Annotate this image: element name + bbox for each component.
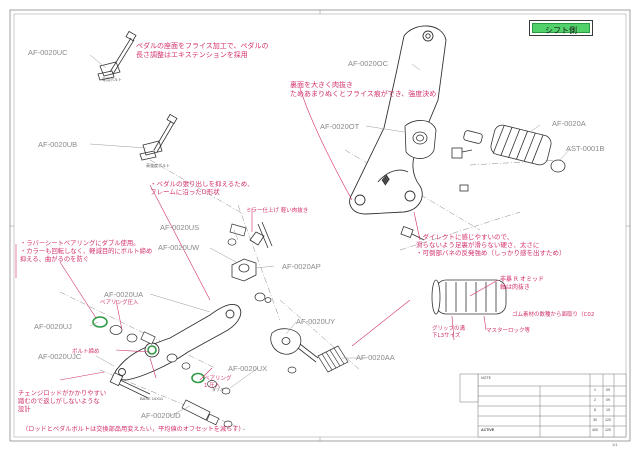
tb-r2-code: 09	[606, 398, 610, 402]
bearing-rings	[92, 316, 205, 384]
tb-r2-qty: 2	[594, 398, 596, 402]
ub-bolt-assembly	[139, 113, 178, 161]
note-bearing-double: ・ラバーシートベアリングにダブル使用。・カラーも回転しなく、軽減目的にボルト締め…	[20, 240, 153, 263]
callout-base: BASE 10X11	[140, 396, 164, 401]
label-af-0020uw: AF-0020UW	[158, 243, 200, 252]
pivot-bolt	[109, 372, 151, 399]
note-rod-bolt-parts: （ロッドとペダルボルトは交換部品用変えたい，平均値のオフセットを減らす）	[22, 426, 245, 433]
note-rubber-chamfer: ゴム素材の数種から面取り（C02	[512, 312, 595, 318]
rearset-plate: ////	[349, 25, 447, 215]
note-shaft-lightening: 非暴 R オミッド軸は肉抜き	[500, 276, 544, 291]
tb-r4-qty: 30	[593, 418, 597, 422]
label-af-0020ot: AF-0020OT	[320, 122, 360, 131]
note-master-lock: マスターロック等	[486, 328, 531, 334]
clip-parts	[227, 223, 297, 374]
label-af-0020uc: AF-0020UC	[28, 48, 68, 57]
sheet-title: シフト側	[545, 26, 577, 35]
tb-company: ACTIVE	[481, 428, 495, 432]
label-af-0020oc: AF-0020OC	[348, 59, 389, 68]
label-af-0020us: AF-0020US	[160, 223, 200, 232]
label-af-0020ujc: AF-0020UJC	[38, 352, 82, 361]
note-grip-groove: グリップの溝下L3サイズ	[432, 326, 466, 339]
label-af-0020a: AF-0020A	[552, 119, 586, 128]
toe-peg-rubber	[317, 345, 349, 373]
note-change-rod: チェンジロッドがかかりやすい踏むので返しがしないような設計	[18, 390, 107, 413]
label-ast-0001b: AST-0001B	[566, 144, 605, 153]
toe-peg-hinge	[270, 328, 319, 363]
note-direct-feel: ・ダイレクトに感じやすいので、 滑らないよう足裏が滑らない硬さ、太さに・可倒部バ…	[416, 233, 566, 258]
label-af-0020ux: AF-0020UX	[228, 364, 268, 373]
tb-r1-code: 09	[606, 388, 610, 392]
note-pedal-seat: ペダルの座面をフライス加工で、ペダルの長さ調整はエキステンションを採用	[136, 42, 269, 59]
label-af-0020aa: AF-0020AA	[356, 353, 395, 362]
tb-r5-code: 120	[605, 428, 611, 432]
tb-r4-code: 120	[605, 418, 611, 422]
tb-r1-qty: 1	[594, 388, 596, 392]
annotation-leaders	[15, 87, 499, 381]
note-bolt-tighten: ボルト締め	[72, 349, 100, 355]
note-bearing-press: ベアリング圧入	[100, 300, 139, 306]
sheet-number: 1/1	[612, 442, 618, 447]
label-af-0020ap: AF-0020AP	[282, 262, 321, 271]
label-af-0020ud: AF-0020UD	[141, 411, 181, 420]
shift-pedal-arm	[114, 304, 242, 381]
plate-bosses	[400, 120, 473, 241]
tb-r3-qty: 8	[594, 408, 596, 412]
label-af-0020uy: AF-0020UY	[296, 317, 336, 326]
note-mirror-finish: ミラー仕上げ 軽い肉抜き	[246, 208, 309, 214]
note-back-lightening: 裏面を大きく肉抜きためあまりぬくとフライス痕ができ、強度決め	[290, 81, 437, 98]
title-block-note-head: NOTE	[481, 376, 491, 380]
label-af-0020ua: AF-0020UA	[104, 290, 144, 299]
tb-r5-qty: 400	[592, 428, 598, 432]
rod-end	[181, 399, 233, 428]
callout-high-strength-bolt: 高強度ボルト	[146, 163, 170, 168]
uc-bolt-assembly	[97, 30, 137, 81]
sheet-title-box: シフト側	[529, 20, 593, 36]
washers	[109, 325, 231, 395]
pivot-block	[231, 221, 273, 282]
label-af-0020uj: AF-0020UJ	[34, 322, 72, 331]
tb-r3-code: 10	[606, 408, 610, 412]
label-af-0020ub: AF-0020UB	[38, 140, 78, 149]
note-d-shape: ・ペダルの張り出しを抑えるため、フレームに沿ったD形状	[150, 180, 254, 197]
title-highlight: シフト側	[532, 23, 590, 35]
title-block-grid	[459, 373, 627, 438]
footpeg-grip	[463, 124, 566, 173]
leader-lines	[89, 54, 571, 417]
callout-special-bolt: 専用ボルト	[102, 77, 122, 82]
pedal-rubber-detail	[431, 279, 507, 315]
callout-double: ダブル	[212, 387, 224, 392]
